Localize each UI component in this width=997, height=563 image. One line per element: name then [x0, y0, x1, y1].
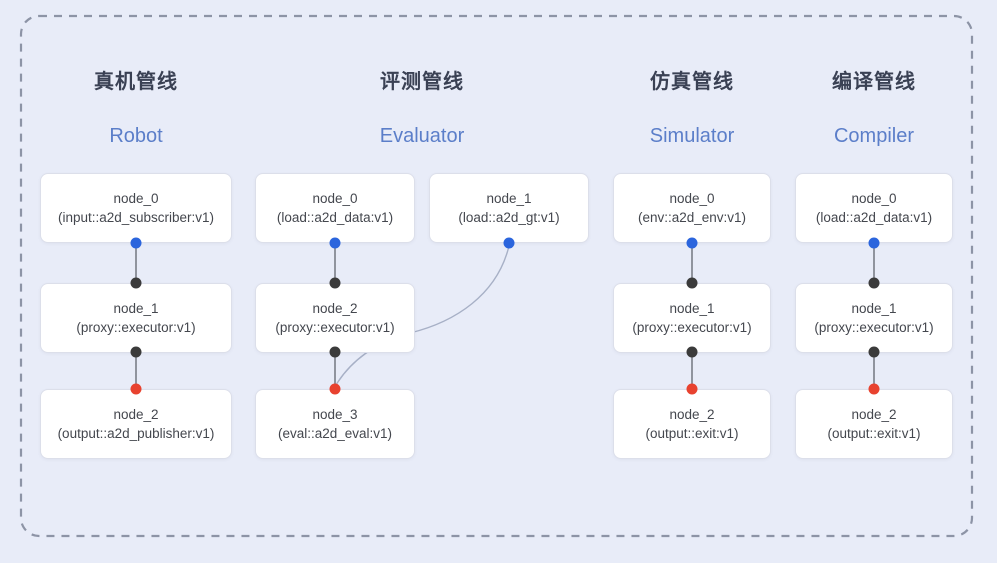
- node-spec: (load::a2d_data:v1): [815, 209, 933, 225]
- port-dot-black: [868, 277, 880, 289]
- pipeline-title-en-compiler: Compiler: [833, 125, 915, 147]
- port-dot-blue: [503, 237, 515, 249]
- node-name: node_2: [113, 406, 159, 422]
- port-dot-blue: [686, 237, 698, 249]
- node-name: node_1: [113, 300, 159, 316]
- pipeline-title-en-simulator: Simulator: [649, 125, 735, 147]
- node-name: node_2: [669, 406, 715, 422]
- node-spec: (proxy::executor:v1): [275, 319, 395, 335]
- port-dot-red: [868, 383, 880, 395]
- node-box-robot-node1: node_1 (proxy::executor:v1): [40, 283, 232, 353]
- port-dot-black: [686, 277, 698, 289]
- node-spec: (input::a2d_subscriber:v1): [57, 209, 215, 225]
- node-box-evaluator-node2: node_2 (proxy::executor:v1): [255, 283, 415, 353]
- pipeline-title-en-robot: Robot: [109, 125, 163, 147]
- node-box-evaluator-node0: node_0 (load::a2d_data:v1): [255, 173, 415, 243]
- node-name: node_0: [312, 190, 358, 206]
- port-dot-black: [329, 277, 341, 289]
- node-box-evaluator-node3: node_3 (eval::a2d_eval:v1): [255, 389, 415, 459]
- node-spec: (output::exit:v1): [645, 425, 739, 441]
- node-name: node_0: [669, 190, 715, 206]
- port-dot-red: [686, 383, 698, 395]
- port-dot-red: [130, 383, 142, 395]
- pipeline-title-en-evaluator: Evaluator: [379, 125, 465, 147]
- node-spec: (output::exit:v1): [827, 425, 921, 441]
- node-name: node_3: [312, 406, 358, 422]
- pipeline-title-zh-evaluator: 评测管线: [380, 71, 464, 93]
- node-spec: (eval::a2d_eval:v1): [277, 425, 393, 441]
- node-spec: (env::a2d_env:v1): [637, 209, 747, 225]
- node-box-compiler-node2: node_2 (output::exit:v1): [795, 389, 953, 459]
- pipeline-title-zh-simulator: 仿真管线: [650, 71, 734, 93]
- port-dot-black: [329, 346, 341, 358]
- node-box-robot-node0: node_0 (input::a2d_subscriber:v1): [40, 173, 232, 243]
- node-name: node_1: [669, 300, 715, 316]
- node-name: node_2: [312, 300, 358, 316]
- port-dot-blue: [130, 237, 142, 249]
- node-box-compiler-node0: node_0 (load::a2d_data:v1): [795, 173, 953, 243]
- port-dot-blue: [329, 237, 341, 249]
- node-spec: (proxy::executor:v1): [76, 319, 196, 335]
- port-dot-black: [130, 277, 142, 289]
- pipeline-title-zh-robot: 真机管线: [94, 71, 178, 93]
- node-name: node_0: [113, 190, 159, 206]
- node-name: node_0: [851, 190, 897, 206]
- node-box-simulator-node2: node_2 (output::exit:v1): [613, 389, 771, 459]
- node-spec: (load::a2d_gt:v1): [458, 209, 560, 225]
- node-name: node_1: [851, 300, 897, 316]
- node-spec: (load::a2d_data:v1): [276, 209, 394, 225]
- curved-edge: [335, 245, 510, 386]
- node-box-evaluator-node1: node_1 (load::a2d_gt:v1): [429, 173, 589, 243]
- port-dot-blue: [868, 237, 880, 249]
- node-spec: (proxy::executor:v1): [814, 319, 934, 335]
- port-dot-black: [868, 346, 880, 358]
- node-name: node_1: [486, 190, 532, 206]
- port-dot-black: [130, 346, 142, 358]
- node-name: node_2: [851, 406, 897, 422]
- node-spec: (output::a2d_publisher:v1): [57, 425, 215, 441]
- node-box-compiler-node1: node_1 (proxy::executor:v1): [795, 283, 953, 353]
- pipeline-title-zh-compiler: 编译管线: [832, 71, 916, 93]
- port-dot-black: [686, 346, 698, 358]
- node-box-simulator-node1: node_1 (proxy::executor:v1): [613, 283, 771, 353]
- port-dot-red: [329, 383, 341, 395]
- node-box-robot-node2: node_2 (output::a2d_publisher:v1): [40, 389, 232, 459]
- node-box-simulator-node0: node_0 (env::a2d_env:v1): [613, 173, 771, 243]
- node-spec: (proxy::executor:v1): [632, 319, 752, 335]
